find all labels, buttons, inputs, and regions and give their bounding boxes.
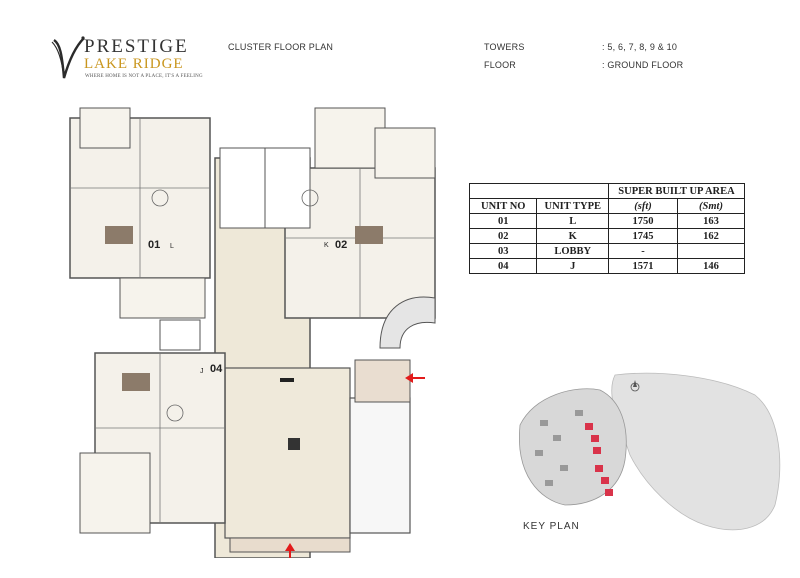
table-row: 01 L 1750 163 [468,213,745,229]
table-column-row: UNIT NO UNIT TYPE (sft) (Smt) [468,198,745,214]
column-header: (sft) [608,198,678,214]
towers-label: TOWERS [484,42,525,52]
plan-floor [69,107,436,558]
unit-tag-01: 01 [148,239,160,251]
project-name: LAKE RIDGE [84,56,184,72]
entrance-arrow-bottom-icon [285,543,295,558]
unit-type-01: L [170,243,174,250]
unit-tag-02: 02 [335,239,347,251]
table-row: 04 J 1571 146 [468,258,745,274]
floor-value: : GROUND FLOOR [602,60,684,70]
key-plan-map [518,372,781,531]
brand-name: PRESTIGE [84,36,189,57]
super-built-up-area-header: SUPER BUILT UP AREA [608,183,745,199]
entrance-arrow-right-icon [405,373,425,383]
cluster-floor-plan: 01 L 02 K 04 J [69,107,436,558]
table-header-row: SUPER BUILT UP AREA [469,183,745,199]
swan-v-icon [51,36,85,79]
column-header: UNIT NO [468,198,538,214]
table-row: 03 LOBBY - [468,243,745,259]
north-arrow-icon [630,380,640,392]
unit-tag-04: 04 [210,363,223,375]
column-header: UNIT TYPE [536,198,609,214]
brand-logo: PRESTIGE LAKE RIDGE WHERE HOME IS NOT A … [50,34,220,86]
brand-tagline: WHERE HOME IS NOT A PLACE, IT'S A FEELIN… [85,74,203,79]
super-built-up-area-table: SUPER BUILT UP AREA UNIT NO UNIT TYPE (s… [468,183,745,274]
highlighted-towers [585,423,613,496]
unit-type-04: J [200,368,204,375]
key-plan-label: KEY PLAN [523,521,580,532]
table-row: 02 K 1745 162 [468,228,745,244]
column-header: (Smt) [677,198,745,214]
unit-type-02: K [324,242,329,249]
page-title: CLUSTER FLOOR PLAN [228,42,334,52]
towers-value: : 5, 6, 7, 8, 9 & 10 [602,42,678,52]
floor-label: FLOOR [484,60,517,70]
